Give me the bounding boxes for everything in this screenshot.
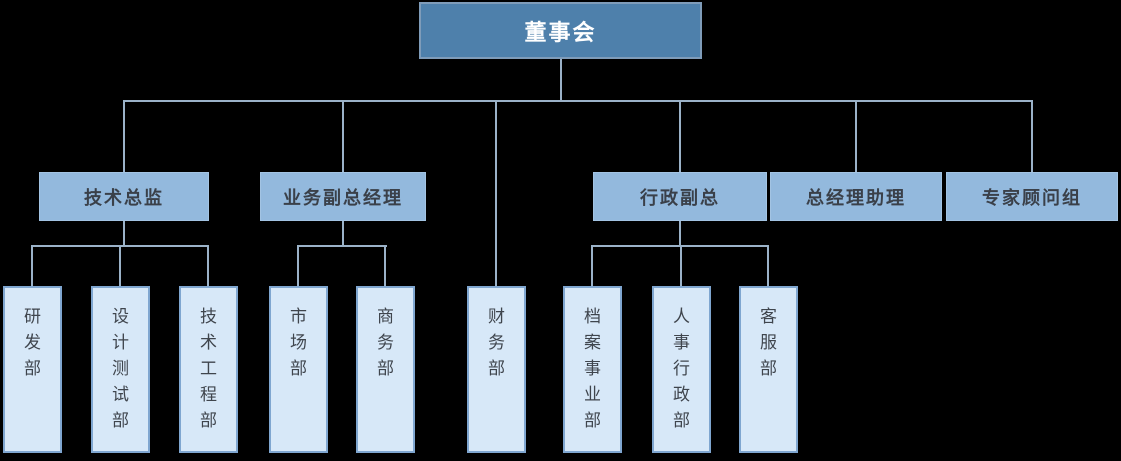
node-rd-dept: 研发部 bbox=[3, 286, 62, 453]
node-tech-engineering-dept: 技术工程部 bbox=[179, 286, 238, 453]
node-marketing-dept-label: 市场部 bbox=[290, 307, 307, 378]
node-business-deputy-gm-label: 业务副总经理 bbox=[283, 187, 403, 208]
node-finance-dept: 财务部 bbox=[467, 286, 526, 453]
node-rd-dept-label: 研发部 bbox=[24, 307, 41, 378]
node-expert-advisory-group-label: 专家顾问组 bbox=[982, 187, 1082, 208]
connector-drop-commerce-dept bbox=[384, 245, 386, 286]
node-customer-service-dept: 客服部 bbox=[739, 286, 798, 453]
connector-drop-rd-dept bbox=[31, 245, 33, 286]
node-design-testing-dept: 设计测试部 bbox=[91, 286, 150, 453]
connector-stem-admin-deputy-gm bbox=[679, 221, 681, 247]
node-tech-engineering-dept-label: 技术工程部 bbox=[200, 307, 217, 430]
connector-drop-hr-admin-dept bbox=[680, 245, 682, 286]
node-finance-dept-label: 财务部 bbox=[488, 307, 505, 378]
node-commerce-dept-label: 商务部 bbox=[377, 307, 394, 378]
connector-drop-marketing-dept bbox=[297, 245, 299, 286]
node-design-testing-dept-label: 设计测试部 bbox=[112, 307, 129, 430]
connector-drop-tech-engineering-dept bbox=[207, 245, 209, 286]
node-gm-assistant-label: 总经理助理 bbox=[806, 187, 906, 208]
node-expert-advisory-group: 专家顾问组 bbox=[946, 172, 1118, 221]
node-admin-deputy-gm-label: 行政副总 bbox=[640, 187, 720, 208]
node-gm-assistant: 总经理助理 bbox=[770, 172, 942, 221]
node-admin-deputy-gm: 行政副总 bbox=[593, 172, 767, 221]
connector-subbus-business-deputy-gm bbox=[297, 245, 387, 247]
connector-drop-admin-deputy-gm bbox=[679, 100, 681, 172]
connector-root-stem bbox=[560, 59, 562, 102]
node-hr-admin-dept-label: 人事行政部 bbox=[673, 307, 690, 430]
connector-drop-finance-dept bbox=[495, 100, 497, 286]
connector-stem-tech-director bbox=[123, 221, 125, 247]
connector-drop-business-deputy-gm bbox=[342, 100, 344, 172]
connector-drop-tech-director bbox=[123, 100, 125, 172]
node-commerce-dept: 商务部 bbox=[356, 286, 415, 453]
node-board-of-directors: 董事会 bbox=[419, 2, 702, 59]
connector-stem-business-deputy-gm bbox=[342, 221, 344, 247]
node-hr-admin-dept: 人事行政部 bbox=[652, 286, 711, 453]
connector-drop-customer-service-dept bbox=[767, 245, 769, 286]
node-board-of-directors-label: 董事会 bbox=[524, 19, 597, 45]
connector-drop-design-testing-dept bbox=[119, 245, 121, 286]
connector-drop-expert-advisory-group bbox=[1031, 100, 1033, 172]
node-marketing-dept: 市场部 bbox=[269, 286, 328, 453]
node-tech-director: 技术总监 bbox=[39, 172, 209, 221]
node-archives-division-label: 档案事业部 bbox=[584, 307, 601, 430]
node-business-deputy-gm: 业务副总经理 bbox=[260, 172, 426, 221]
node-archives-division: 档案事业部 bbox=[563, 286, 622, 453]
node-tech-director-label: 技术总监 bbox=[84, 187, 164, 208]
node-customer-service-dept-label: 客服部 bbox=[760, 307, 777, 378]
connector-drop-gm-assistant bbox=[855, 100, 857, 172]
connector-drop-archives-division bbox=[591, 245, 593, 286]
connector-main-bus bbox=[123, 100, 1033, 102]
